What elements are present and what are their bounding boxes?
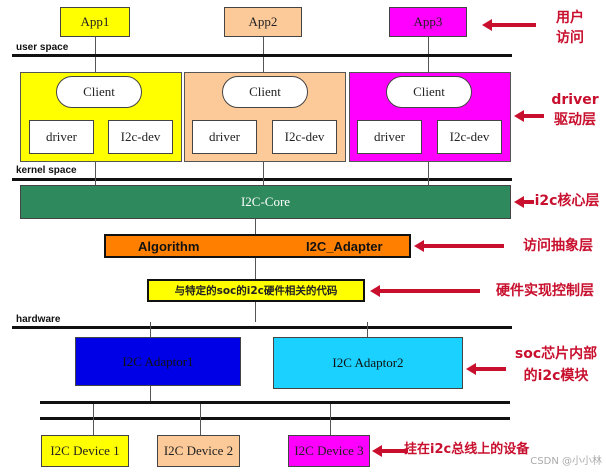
connector-line	[93, 404, 94, 436]
connector-line	[150, 386, 151, 402]
i2c-device-1-label: I2C Device 1	[50, 443, 120, 458]
connector-line	[255, 219, 256, 235]
kernel-space-label: kernel space	[16, 165, 77, 176]
annotation-soc-line2: 的i2c模块	[523, 368, 589, 384]
soc-specific-code-label: 与特定的soc的i2c硬件相关的代码	[174, 285, 338, 297]
i2c-adaptor-1-label: I2C Adaptor1	[122, 353, 194, 369]
annotation-user-access-line1: 用户	[556, 10, 584, 26]
driver-3-label: driver	[373, 129, 406, 144]
i2cdev-2: I2c-dev	[272, 120, 337, 154]
csdn-watermark: CSDN @小小林	[530, 456, 602, 467]
i2c-adaptor-2: I2C Adaptor2	[273, 337, 463, 389]
connector-line	[255, 302, 256, 322]
client-3: Client	[386, 76, 472, 108]
annotation-soc-line1: soc芯片内部	[514, 346, 598, 362]
driver-2: driver	[192, 120, 257, 154]
i2c-device-2-label: I2C Device 2	[163, 443, 234, 458]
connector-line	[150, 322, 151, 338]
annotation-core-layer: i2c核心层	[534, 193, 600, 209]
client-3-label: Client	[413, 84, 445, 99]
app1-box: App1	[60, 7, 130, 37]
connector-line	[330, 404, 331, 436]
client-2: Client	[222, 76, 308, 108]
i2c-core-label: I2C-Core	[240, 194, 291, 209]
app1-label: App1	[80, 14, 110, 29]
arrow-left-icon	[514, 196, 534, 208]
i2c-device-3: I2C Device 3	[288, 435, 370, 467]
driver-2-label: driver	[208, 129, 241, 144]
client-1: Client	[56, 76, 142, 108]
i2c-device-2: I2C Device 2	[157, 435, 240, 467]
app2-label: App2	[248, 14, 278, 29]
hardware-divider	[12, 326, 512, 329]
i2c-adapter-label: I2C_Adapter	[306, 239, 383, 254]
arrow-left-icon	[482, 19, 536, 31]
annotation-hw-control: 硬件实现控制层	[496, 283, 594, 299]
connector-line	[263, 162, 264, 186]
annotation-driver-line1: driver	[551, 92, 599, 108]
app2-box: App2	[224, 7, 302, 37]
i2c-bus-line-2	[40, 417, 510, 420]
i2cdev-3-label: I2c-dev	[449, 129, 490, 144]
driver-1: driver	[29, 120, 94, 154]
i2cdev-1-label: I2c-dev	[120, 129, 161, 144]
algorithm-adapter-bar: Algorithm I2C_Adapter	[104, 234, 411, 258]
app3-box: App3	[389, 7, 467, 37]
client-2-label: Client	[249, 84, 281, 99]
app3-label: App3	[413, 14, 443, 29]
annotation-mounted-devices: 挂在i2c总线上的设备	[404, 442, 530, 457]
arrow-left-icon	[370, 285, 480, 297]
driver-3: driver	[357, 120, 422, 154]
annotation-user-access: 用户 访问	[540, 8, 600, 48]
arrow-left-icon	[372, 445, 408, 457]
i2c-bus-line-1	[40, 401, 510, 404]
connector-line	[367, 322, 368, 338]
i2cdev-1: I2c-dev	[108, 120, 173, 154]
i2c-adaptor-2-label: I2C Adaptor2	[332, 355, 404, 370]
annotation-driver-line2: 驱动层	[554, 112, 596, 128]
connector-line	[428, 162, 429, 186]
user-space-label: user space	[16, 42, 69, 53]
driver-1-label: driver	[45, 129, 78, 144]
i2c-core-box: I2C-Core	[20, 185, 511, 219]
connector-line	[255, 258, 256, 280]
algorithm-label: Algorithm	[138, 239, 200, 254]
arrow-left-icon	[466, 363, 506, 375]
connector-line	[95, 162, 96, 186]
kernel-space-divider	[12, 178, 512, 181]
i2cdev-2-label: I2c-dev	[284, 129, 325, 144]
soc-specific-code-box: 与特定的soc的i2c硬件相关的代码	[147, 279, 365, 302]
annotation-user-access-line2: 访问	[556, 30, 584, 46]
annotation-access-abstract: 访问抽象层	[523, 238, 593, 254]
i2c-device-3-label: I2C Device 3	[294, 443, 364, 458]
client-1-label: Client	[83, 84, 115, 99]
annotation-driver-layer: driver 驱动层	[544, 90, 606, 130]
i2c-device-1: I2C Device 1	[41, 435, 129, 467]
connector-line	[200, 404, 201, 436]
i2cdev-3: I2c-dev	[437, 120, 502, 154]
annotation-soc-module: soc芯片内部 的i2c模块	[506, 343, 606, 387]
user-space-divider	[12, 54, 512, 57]
arrow-left-icon	[414, 240, 504, 252]
arrow-left-icon	[514, 110, 544, 122]
i2c-adaptor-1: I2C Adaptor1	[75, 337, 241, 386]
hardware-label: hardware	[16, 314, 61, 325]
